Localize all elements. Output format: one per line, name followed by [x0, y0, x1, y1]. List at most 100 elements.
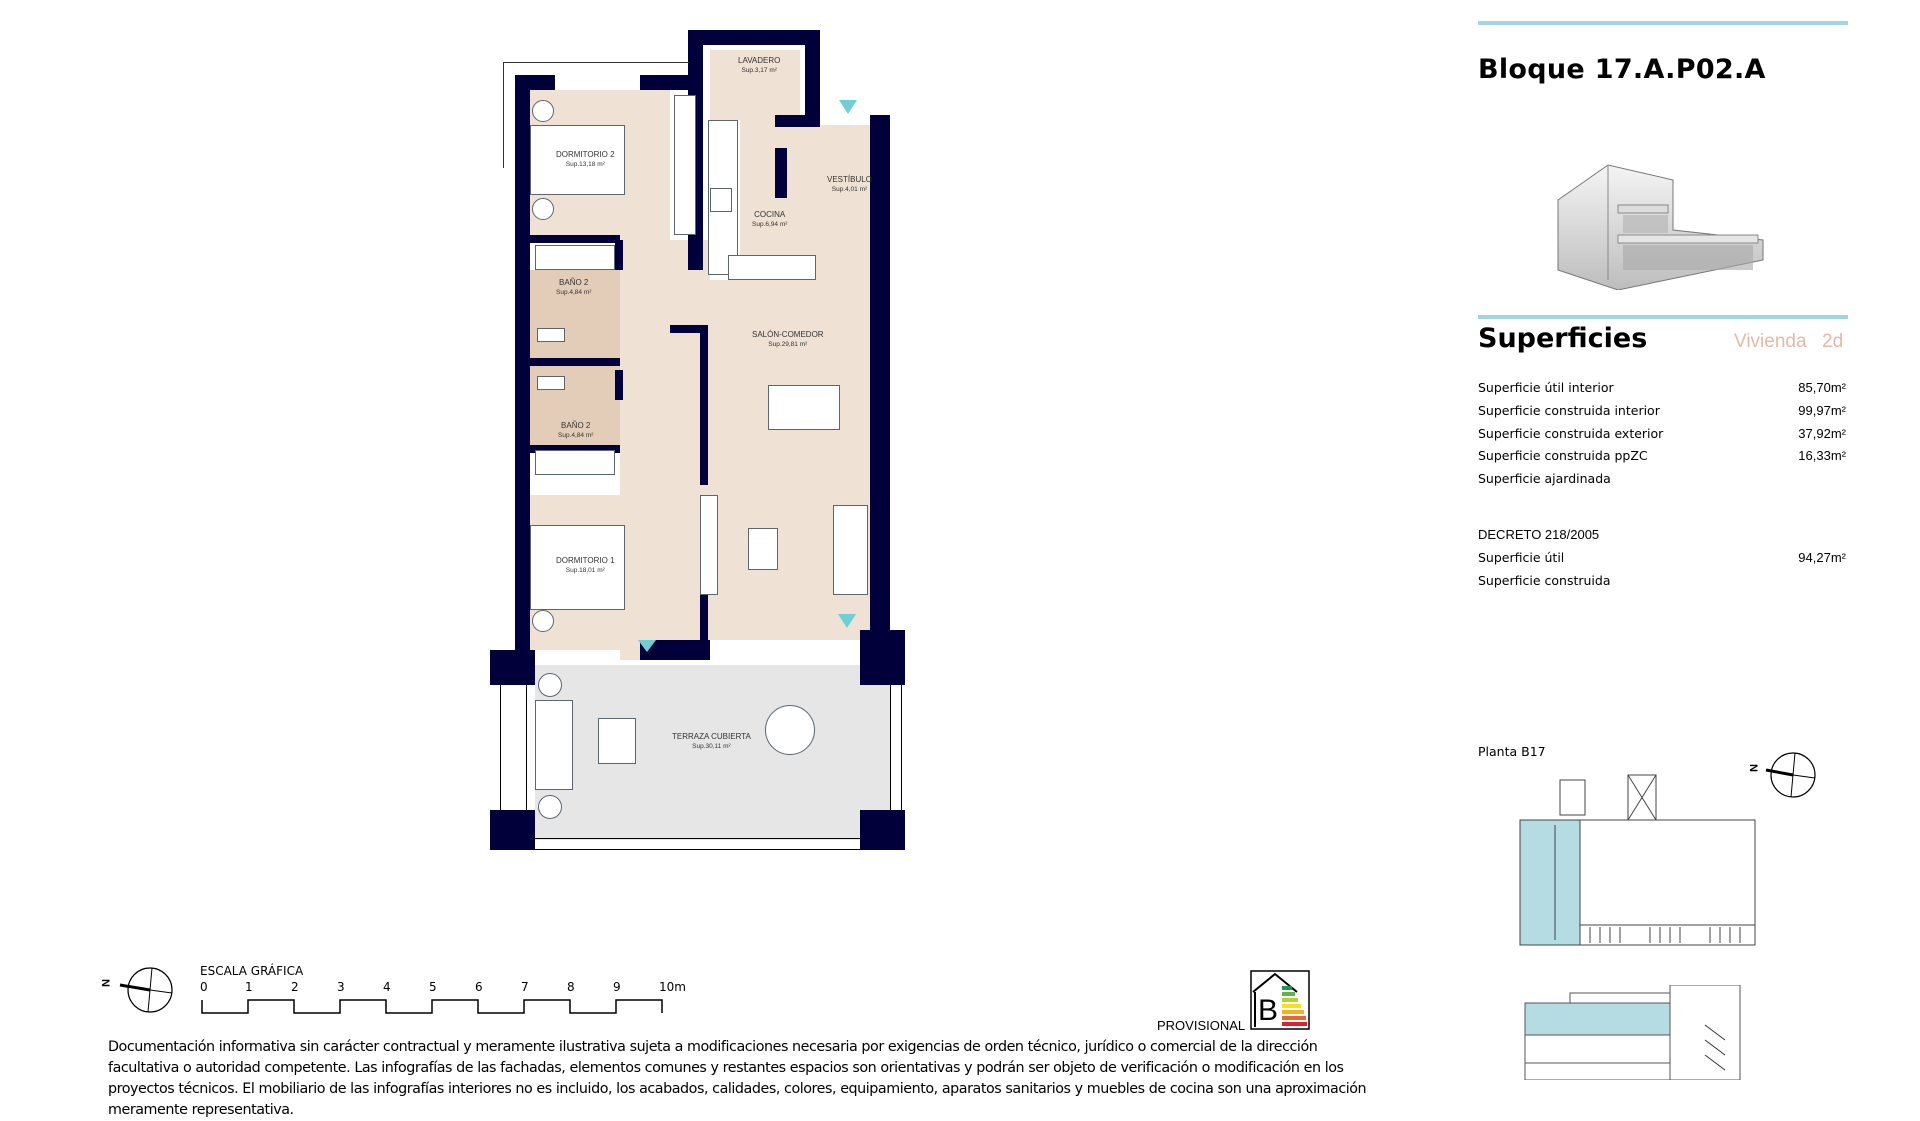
- wall: [688, 30, 820, 45]
- surface-row: Superficie ajardinada: [1478, 471, 1611, 486]
- toilet: [537, 328, 565, 342]
- nightstand-lamp: [532, 610, 554, 632]
- wall: [775, 148, 787, 198]
- header-rule: [1478, 21, 1848, 25]
- nightstand-lamp: [532, 100, 554, 122]
- terrace-balustrade: [535, 838, 860, 850]
- wall: [490, 650, 535, 685]
- energy-rating-icon: B: [1250, 970, 1310, 1030]
- wall: [530, 445, 620, 453]
- nightstand-lamp: [532, 198, 554, 220]
- disclaimer-text: Documentación informativa sin carácter c…: [108, 1039, 1367, 1118]
- terrace-table: [598, 718, 636, 764]
- wall: [530, 358, 620, 366]
- wall: [670, 325, 708, 333]
- key-plan: [1510, 765, 1770, 955]
- balcony-outline: [503, 62, 689, 168]
- coffee-table: [748, 528, 778, 570]
- terrace-side-rail: [890, 685, 902, 810]
- wall: [530, 235, 620, 243]
- wall: [775, 115, 820, 127]
- wardrobe: [674, 95, 696, 235]
- surfaces-heading: Superficies: [1478, 323, 1648, 354]
- wall: [860, 810, 905, 850]
- terrace-fill: [535, 665, 895, 840]
- toilet: [537, 376, 565, 390]
- energy-status: PROVISIONAL: [1157, 1018, 1246, 1033]
- wall: [860, 630, 905, 685]
- scale-tick: 8: [567, 980, 575, 994]
- page-title: Bloque 17.A.P02.A: [1478, 54, 1766, 85]
- wall: [615, 370, 623, 400]
- room-cocina-fill: [740, 120, 820, 280]
- key-plan-label: Planta B17: [1478, 744, 1546, 759]
- scale-tick: 7: [521, 980, 529, 994]
- bed: [530, 125, 625, 195]
- tv-unit: [700, 495, 718, 595]
- scale-tick: 1: [245, 980, 253, 994]
- round-table: [765, 705, 815, 755]
- scale-label: ESCALA GRÁFICA: [200, 964, 304, 978]
- scale-tick: 10m: [659, 980, 686, 994]
- wall: [615, 240, 623, 270]
- hob: [710, 188, 732, 212]
- dining-table: [768, 385, 840, 430]
- scale-tick: 6: [475, 980, 483, 994]
- scale-tick: 0: [200, 980, 208, 994]
- room-bano-a-fill: [530, 270, 620, 360]
- room-lavadero-fill: [710, 50, 800, 120]
- bathtub: [535, 450, 615, 475]
- terrace-sofa: [535, 700, 573, 790]
- entry-marker-icon: [839, 100, 857, 114]
- wall: [805, 30, 820, 120]
- scale-bar: 0 1 2 3 4 5 6 7 8 9 10m: [200, 980, 690, 1015]
- building-render: [1548, 130, 1768, 291]
- wall: [870, 115, 890, 635]
- svg-text:N: N: [100, 979, 111, 987]
- scale-tick: 5: [429, 980, 437, 994]
- terrace-side-rail: [500, 685, 527, 810]
- dwelling-type: Vivienda: [1734, 331, 1807, 352]
- scale-tick: 2: [291, 980, 299, 994]
- wall: [515, 75, 555, 90]
- bedroom-count: 2d: [1822, 331, 1844, 352]
- key-plan-compass-icon: N: [1747, 750, 1818, 800]
- entry-marker-icon: [838, 614, 856, 628]
- decree-row: Superficie construida: [1478, 573, 1611, 588]
- kitchen-island: [728, 255, 816, 280]
- side-table: [538, 795, 562, 819]
- elevation-section: [1510, 985, 1770, 1080]
- bathtub: [535, 245, 615, 270]
- bed: [530, 525, 625, 610]
- surfaces-rule: [1478, 315, 1848, 319]
- entry-marker-icon: [638, 640, 656, 652]
- svg-text:N: N: [1748, 764, 1759, 772]
- side-table: [538, 673, 562, 697]
- wall: [640, 640, 710, 660]
- sofa: [833, 505, 868, 595]
- wall: [515, 75, 530, 650]
- scale-compass-icon: N: [99, 965, 180, 1015]
- decree-heading: DECRETO 218/2005: [1478, 527, 1600, 542]
- scale-tick: 9: [613, 980, 621, 994]
- svg-text:B: B: [1258, 994, 1278, 1027]
- wall: [490, 810, 535, 850]
- scale-tick: 3: [337, 980, 345, 994]
- scale-tick: 4: [383, 980, 391, 994]
- wall: [640, 75, 700, 90]
